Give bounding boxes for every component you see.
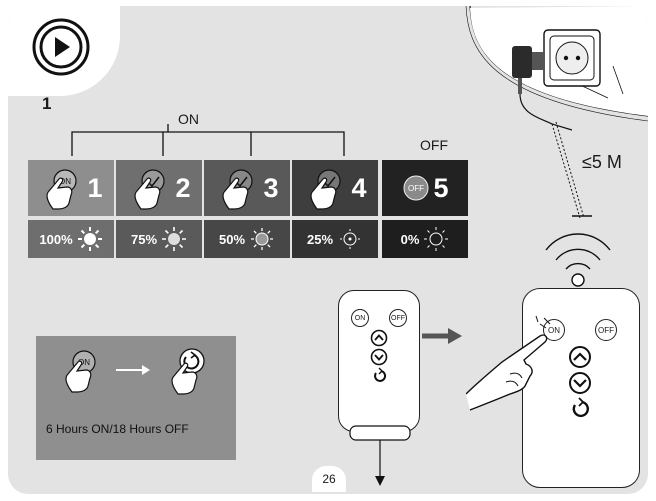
sun-full-icon bbox=[77, 227, 102, 251]
finger-press-icon bbox=[310, 169, 342, 210]
remote-large-nav-buttons bbox=[569, 346, 591, 418]
manual-page: 1 ON OFF ON 1 2 3 bbox=[8, 6, 648, 494]
remote-cover-slide-illustration bbox=[349, 425, 411, 486]
remote-control-small: ON OFF bbox=[338, 290, 420, 432]
tile-button-text: OFF bbox=[408, 184, 424, 193]
remote-small-on-button[interactable]: ON bbox=[351, 309, 369, 327]
wall-socket-illustration bbox=[465, 6, 648, 219]
mode-tile-4[interactable]: 4 bbox=[292, 160, 378, 216]
wireless-signal-icon bbox=[545, 233, 611, 287]
brightness-level-5: 0% bbox=[382, 220, 468, 258]
finger-press-icon: ON bbox=[46, 169, 78, 210]
mode-number: 3 bbox=[263, 172, 279, 203]
brightness-value: 0% bbox=[400, 231, 420, 247]
brightness-value: 100% bbox=[39, 231, 73, 247]
brightness-value: 25% bbox=[306, 231, 334, 247]
brightness-value: 50% bbox=[218, 231, 246, 247]
brightness-level-2: 75% bbox=[116, 220, 202, 258]
remote-large-on-button[interactable]: ON bbox=[543, 319, 565, 341]
brightness-level-4: 25% bbox=[292, 220, 378, 258]
range-label: ≤5 M bbox=[582, 152, 622, 172]
down-button-icon bbox=[370, 348, 388, 366]
mode-tile-5[interactable]: OFF 5 bbox=[382, 160, 468, 216]
arrow-right-icon bbox=[422, 328, 462, 344]
timer-button-text: ON bbox=[78, 358, 90, 367]
hand-pressing-icon bbox=[466, 315, 551, 411]
tile-button-text: ON bbox=[59, 177, 71, 186]
remote-small-off-button[interactable]: OFF bbox=[389, 309, 407, 327]
step-number: 1 bbox=[42, 94, 52, 113]
play-icon-area bbox=[8, 6, 120, 96]
arrow-right-icon bbox=[116, 365, 150, 375]
on-group-bracket bbox=[71, 124, 345, 156]
brightness-value: 75% bbox=[130, 231, 158, 247]
timer-mode-panel: ON 6 Hours ON/18 Hours OFF bbox=[36, 336, 236, 460]
mode-number: 1 bbox=[87, 172, 103, 203]
page-number: 26 bbox=[312, 466, 346, 492]
remote-large-off-button[interactable]: OFF bbox=[595, 319, 617, 341]
finger-press-on-icon: ON bbox=[65, 350, 96, 393]
off-label: OFF bbox=[420, 137, 448, 153]
on-label: ON bbox=[178, 111, 199, 127]
sun-50-icon bbox=[251, 228, 274, 250]
timer-button-icon bbox=[374, 370, 387, 382]
mode-tile-1[interactable]: ON 1 bbox=[28, 160, 114, 216]
brightness-level-3: 50% bbox=[204, 220, 290, 258]
sun-25-icon bbox=[340, 229, 361, 249]
mode-number: 4 bbox=[351, 172, 367, 203]
finger-press-icon bbox=[222, 169, 254, 210]
timer-caption: 6 Hours ON/18 Hours OFF bbox=[46, 422, 189, 436]
finger-press-timer-icon bbox=[171, 348, 205, 395]
up-button-icon bbox=[370, 329, 388, 347]
remote-small-nav-buttons bbox=[370, 329, 388, 382]
mode-number: 5 bbox=[433, 172, 449, 203]
mode-tile-3[interactable]: 3 bbox=[204, 160, 290, 216]
brightness-level-1: 100% bbox=[28, 220, 114, 258]
mode-tile-2[interactable]: 2 bbox=[116, 160, 202, 216]
remote-control-large: ON OFF bbox=[522, 288, 640, 488]
sun-off-icon bbox=[424, 227, 449, 251]
play-icon[interactable] bbox=[32, 18, 90, 76]
mode-number: 2 bbox=[175, 172, 191, 203]
off-button-icon: OFF bbox=[403, 175, 429, 201]
finger-press-icon bbox=[134, 169, 166, 210]
sun-75-icon bbox=[162, 227, 187, 251]
